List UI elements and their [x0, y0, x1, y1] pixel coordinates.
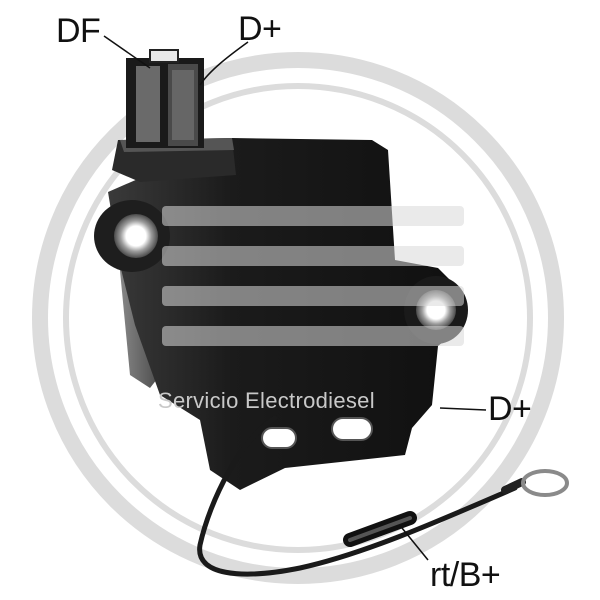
watermark-logo [32, 52, 564, 584]
label-rt-b-plus: rt/B+ [430, 556, 501, 594]
label-d-plus-side: D+ [488, 390, 532, 428]
watermark-bars [162, 206, 464, 346]
bracket-slots [261, 417, 373, 449]
watermark-text: Servicio Electrodiesel [158, 388, 375, 413]
ring-terminal [501, 469, 569, 497]
brush-terminal [126, 49, 204, 148]
leader-lines [103, 35, 487, 561]
mounting-lug-left [94, 200, 170, 272]
label-d-plus-top: D+ [238, 10, 282, 48]
wire [197, 415, 518, 577]
label-df: DF [56, 12, 101, 50]
